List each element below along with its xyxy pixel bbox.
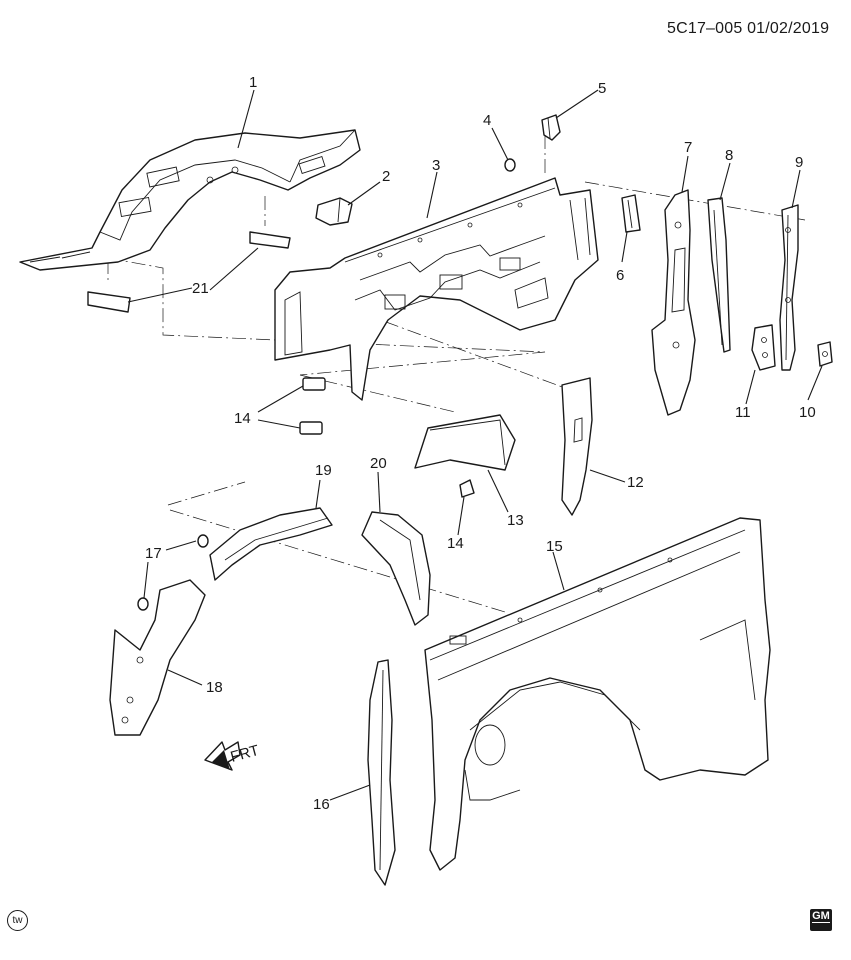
- part-14-spacers: [299, 377, 475, 498]
- callout-8: 8: [725, 147, 733, 164]
- part-15-outer-side: [424, 517, 771, 871]
- part-10-latch: [817, 341, 833, 367]
- part-21-brackets: [87, 231, 291, 313]
- gm-logo-mark: [812, 922, 830, 929]
- part-9-rail: [779, 204, 799, 371]
- part-12-pillar-lower: [561, 377, 593, 516]
- callout-11: 11: [735, 404, 751, 421]
- document-code: 5C17–005 01/02/2019: [667, 20, 830, 37]
- part-20-bracket: [361, 511, 431, 626]
- callout-3: 3: [432, 157, 440, 174]
- front-label: FRT: [229, 742, 261, 766]
- part-3-inner-panel: [274, 177, 599, 401]
- callout-7: 7: [684, 139, 692, 156]
- part-6-bracket: [621, 194, 641, 233]
- tw-badge: tw: [7, 910, 28, 931]
- part-7-pillar: [651, 189, 696, 416]
- gm-logo-text: GM: [812, 910, 830, 922]
- callout-19: 19: [315, 462, 332, 479]
- callout-9: 9: [795, 154, 803, 171]
- callout-1: 1: [249, 74, 257, 91]
- callout-16: 16: [313, 796, 330, 813]
- part-16-lower-pillar: [367, 659, 396, 886]
- callout-5: 5: [598, 80, 606, 97]
- callout-12: 12: [627, 474, 644, 491]
- phantom-lines: [107, 135, 806, 613]
- part-17-plugs: [137, 534, 209, 611]
- callouts: 1 2 3 4 5 6 7 8 9 10 11 12 13 14 14 15 1…: [145, 74, 816, 813]
- part-8-pillar-inner: [707, 197, 731, 353]
- callout-13: 13: [507, 512, 524, 529]
- callout-15: 15: [546, 538, 563, 555]
- leader-lines: [127, 89, 823, 801]
- callout-10: 10: [799, 404, 816, 421]
- part-5-clip: [541, 114, 561, 141]
- part-1-wheelhouse-liner: [19, 129, 361, 271]
- front-arrow-icon: FRT: [204, 741, 261, 771]
- callout-21: 21: [192, 280, 209, 297]
- gm-logo: GM: [810, 909, 832, 931]
- part-13-filler: [414, 414, 516, 471]
- part-19-wheelhouse-outer: [209, 507, 333, 581]
- callout-2: 2: [382, 168, 390, 185]
- callout-18: 18: [206, 679, 223, 696]
- part-4-plug: [504, 158, 516, 172]
- part-2-bracket: [315, 197, 353, 226]
- part-18-front-pillar: [109, 579, 206, 736]
- callout-6: 6: [616, 267, 624, 284]
- callout-17: 17: [145, 545, 162, 562]
- part-11-striker: [751, 324, 776, 371]
- callout-4: 4: [483, 112, 491, 129]
- callout-14b: 14: [447, 535, 464, 552]
- callout-14: 14: [234, 410, 251, 427]
- callout-20: 20: [370, 455, 387, 472]
